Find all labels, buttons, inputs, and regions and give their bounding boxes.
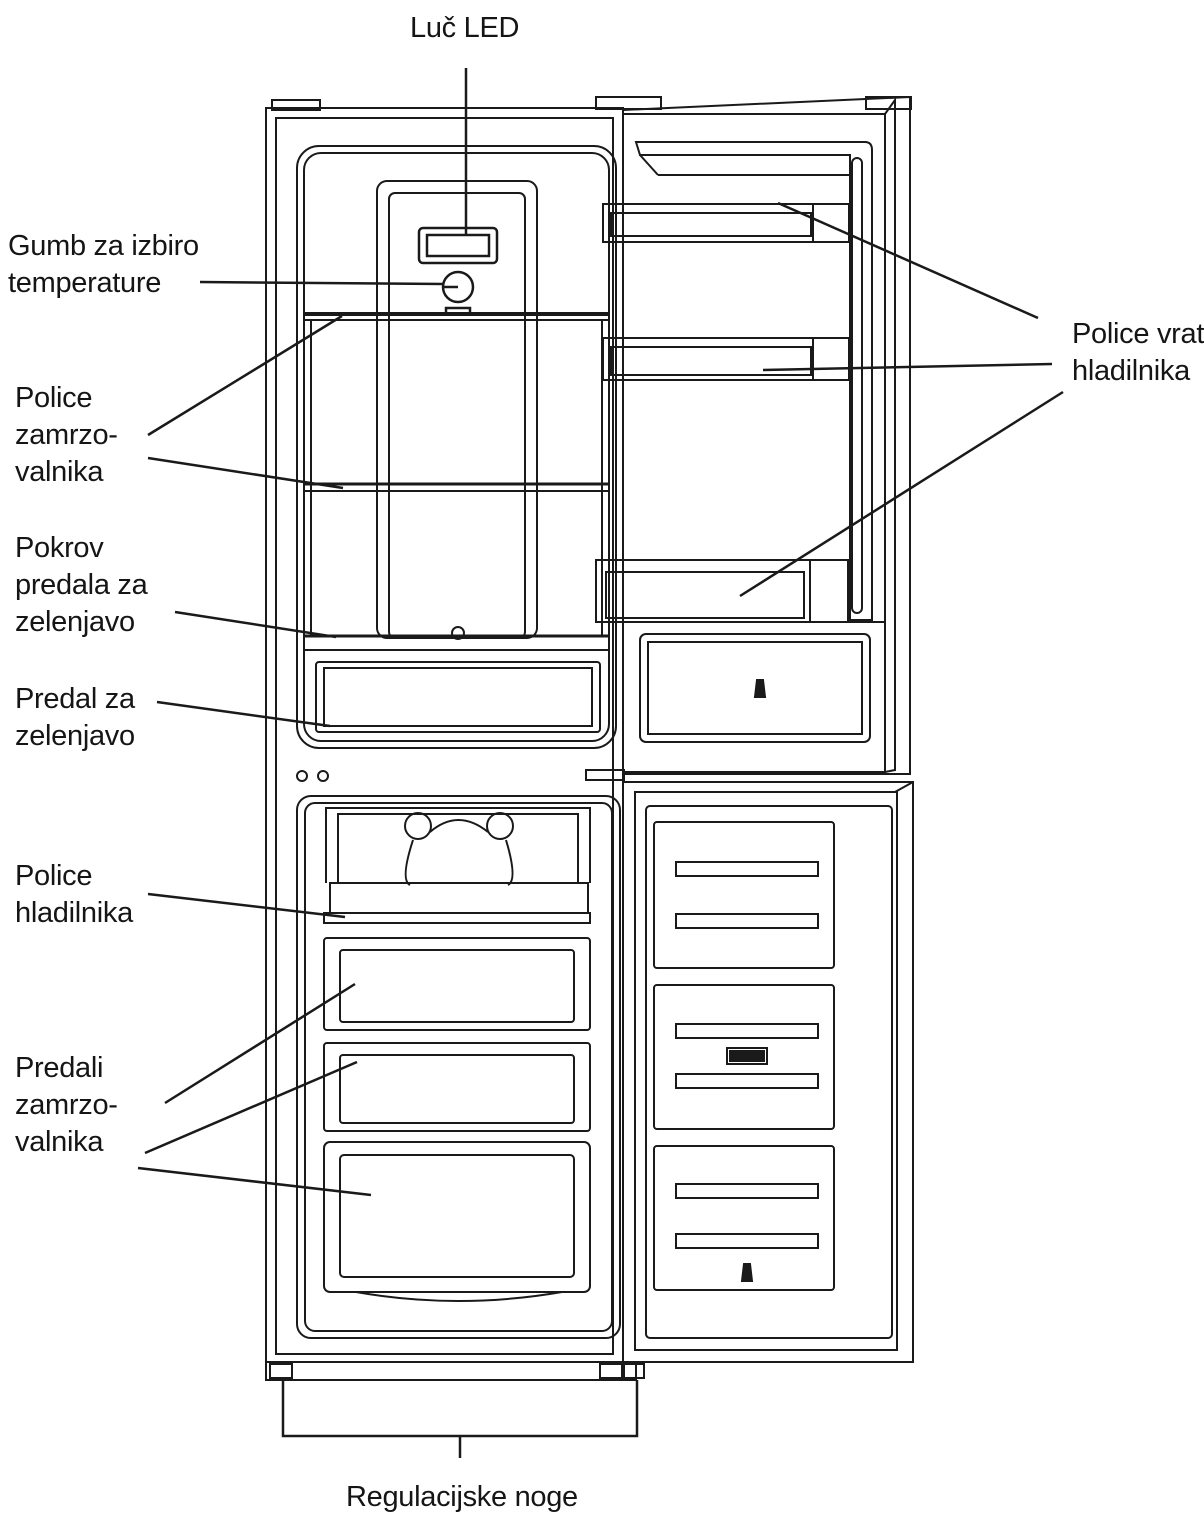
label-door-shelves-line-1: Police vrat — [1072, 318, 1204, 350]
temperature-knob — [441, 270, 475, 316]
label-door-shelves-line-2: hladilnika — [1072, 355, 1190, 387]
led-light-fixture — [417, 226, 499, 265]
label-crisper-cover-line-1: Pokrov — [15, 532, 104, 564]
lower-compartment — [265, 795, 645, 1381]
label-freezer-drawers-line-1: Predali — [15, 1052, 104, 1084]
upper-door — [595, 95, 911, 775]
label-freezer-shelves-line-3: valnika — [15, 456, 104, 488]
label-temperature-knob-line-1: Gumb za izbiro — [8, 230, 199, 262]
lower-door — [622, 781, 914, 1363]
upper-shelves — [305, 312, 610, 640]
label-freezer-shelves: Police zamrzo- valnika — [15, 380, 118, 491]
cabinet — [265, 96, 912, 1363]
upper-drawer — [305, 649, 610, 733]
label-leveling-feet: Regulacijske noge — [346, 1479, 578, 1516]
label-freezer-shelves-line-1: Police — [15, 382, 93, 414]
label-temperature-knob-line-2: temperature — [8, 267, 162, 299]
leader-lines — [137, 68, 1064, 1458]
label-freezer-drawers-line-2: zamrzo- — [15, 1089, 118, 1121]
label-freezer-drawers-line-3: valnika — [15, 1126, 104, 1158]
label-fridge-shelves-line-2: hladilnika — [15, 897, 133, 929]
label-crisper-cover-line-2: predala za — [15, 569, 148, 601]
label-fridge-shelves: Police hladilnika — [15, 858, 133, 932]
label-led-light-text: Luč LED — [410, 12, 520, 44]
label-crisper-cover: Pokrov predala za zelenjavo — [15, 530, 148, 641]
label-leveling-feet-text: Regulacijske noge — [346, 1481, 578, 1513]
label-door-shelves: Police vrat hladilnika — [1072, 316, 1204, 390]
label-crisper-cover-line-3: zelenjavo — [15, 606, 135, 638]
label-freezer-shelves-line-2: zamrzo- — [15, 419, 118, 451]
label-fridge-shelves-line-1: Police — [15, 860, 93, 892]
label-freezer-drawers: Predali zamrzo- valnika — [15, 1050, 118, 1161]
label-crisper-drawer-line-2: zelenjavo — [15, 720, 135, 752]
label-crisper-drawer: Predal za zelenjavo — [15, 681, 135, 755]
label-temperature-knob: Gumb za izbiro temperature — [8, 228, 199, 302]
control-panel — [296, 769, 625, 782]
label-crisper-drawer-line-1: Predal za — [15, 683, 135, 715]
label-led-light: Luč LED — [410, 10, 519, 47]
